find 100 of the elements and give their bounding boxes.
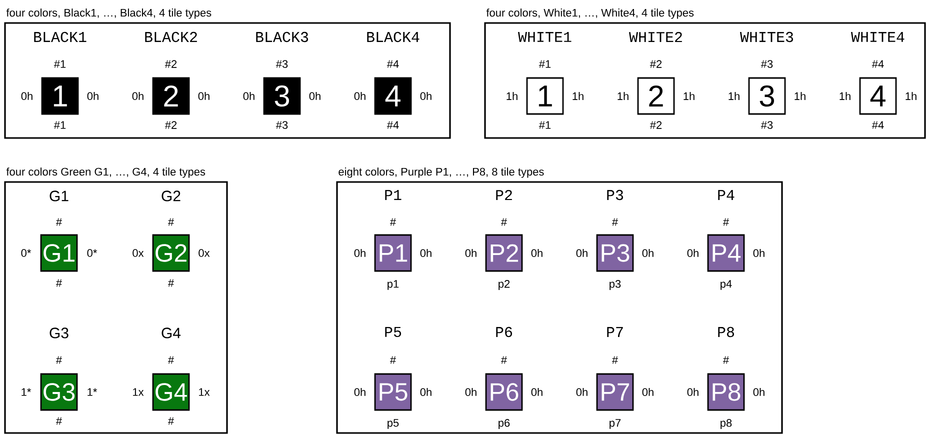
tile-title: P7 bbox=[607, 327, 623, 337]
panel-heading: four colors Green G1, …, G4, 4 tile types bbox=[6, 168, 206, 178]
glue-label: #2 bbox=[650, 121, 662, 129]
tile-title: BLACK3 bbox=[256, 32, 308, 42]
glue-label: 0h bbox=[21, 92, 32, 100]
glue-label: #1 bbox=[538, 60, 551, 68]
glue-label: 0h bbox=[420, 388, 432, 396]
tile: 3 bbox=[748, 77, 786, 115]
glue-label: 0h bbox=[576, 388, 588, 396]
tile-title: WHITE4 bbox=[851, 32, 904, 42]
glue-label: 0h bbox=[420, 92, 432, 100]
glue-label: 0h bbox=[354, 248, 366, 258]
tile: P2 bbox=[485, 234, 523, 272]
glue-label: p8 bbox=[720, 419, 732, 429]
glue-label: # bbox=[56, 218, 62, 226]
glue-label: #1 bbox=[54, 60, 66, 68]
glue-label: 1h bbox=[506, 92, 518, 100]
tile: P3 bbox=[596, 234, 634, 272]
glue-label: #4 bbox=[386, 60, 399, 68]
glue-label: p3 bbox=[610, 280, 621, 290]
glue-label: 1h bbox=[728, 92, 740, 100]
glue-label: p2 bbox=[498, 280, 510, 290]
tile: 1 bbox=[526, 77, 564, 115]
tile-title: G4 bbox=[162, 328, 181, 338]
tile-title: G1 bbox=[50, 190, 68, 202]
glue-label: p1 bbox=[388, 280, 399, 290]
glue-label: #2 bbox=[650, 60, 662, 68]
tile: 1 bbox=[41, 77, 79, 115]
tile-title: BLACK1 bbox=[34, 32, 86, 42]
tile-title: WHITE1 bbox=[518, 32, 572, 42]
glue-label: p7 bbox=[610, 419, 621, 429]
tile: G1 bbox=[40, 234, 78, 272]
glue-label: 0h bbox=[531, 248, 542, 258]
glue-label: p6 bbox=[498, 419, 510, 429]
glue-label: 0h bbox=[87, 92, 98, 100]
glue-label: 0x bbox=[132, 249, 144, 257]
glue-label: 0h bbox=[198, 92, 210, 100]
glue-label: 0* bbox=[87, 249, 98, 257]
glue-label: #1 bbox=[538, 121, 551, 129]
glue-label: #2 bbox=[164, 60, 177, 68]
glue-label: # bbox=[168, 356, 174, 364]
glue-label: 0h bbox=[354, 92, 366, 100]
glue-label: 1h bbox=[684, 92, 694, 100]
glue-label: 0h bbox=[354, 388, 366, 396]
tile-title: P8 bbox=[718, 326, 734, 338]
tile: G4 bbox=[152, 373, 190, 411]
glue-label: p5 bbox=[388, 419, 399, 429]
tile: P5 bbox=[374, 373, 412, 411]
glue-label: 0h bbox=[687, 248, 698, 258]
glue-label: 0h bbox=[687, 388, 698, 396]
glue-label: 1x bbox=[199, 388, 210, 396]
tile: P1 bbox=[374, 234, 412, 272]
glue-label: 1* bbox=[22, 388, 32, 396]
tile: 4 bbox=[859, 77, 897, 115]
panel-heading: eight colors, Purple P1, …, P8, 8 tile types bbox=[338, 168, 544, 178]
tile-title: P5 bbox=[385, 326, 402, 337]
tile: G3 bbox=[40, 373, 78, 411]
glue-label: # bbox=[723, 218, 729, 226]
glue-label: 0h bbox=[576, 248, 588, 258]
tile-title: WHITE2 bbox=[629, 32, 682, 42]
glue-label: # bbox=[168, 417, 174, 425]
glue-label: 0h bbox=[642, 248, 654, 258]
tile-title: P1 bbox=[385, 190, 402, 200]
tile: P6 bbox=[485, 373, 523, 411]
glue-label: #4 bbox=[386, 121, 399, 129]
tile-title: WHITE3 bbox=[740, 32, 794, 42]
glue-label: # bbox=[390, 356, 396, 364]
glue-label: 0h bbox=[753, 248, 764, 258]
glue-label: 1x bbox=[133, 388, 144, 396]
glue-label: 1h bbox=[794, 92, 806, 100]
tile-title: G2 bbox=[162, 190, 180, 202]
tile-title: BLACK2 bbox=[145, 32, 197, 42]
glue-label: # bbox=[612, 218, 618, 226]
tile-title: BLACK4 bbox=[367, 32, 420, 42]
glue-label: # bbox=[723, 356, 729, 364]
glue-label: 1h bbox=[572, 92, 584, 100]
glue-label: # bbox=[501, 218, 507, 226]
glue-label: # bbox=[168, 279, 174, 287]
glue-label: # bbox=[168, 218, 174, 226]
panel-heading: four colors, White1, …, White4, 4 tile types bbox=[486, 8, 694, 19]
glue-label: 1* bbox=[88, 388, 98, 396]
glue-label: #4 bbox=[872, 121, 884, 129]
glue-label: #3 bbox=[276, 121, 288, 129]
tile-title: P3 bbox=[607, 190, 624, 200]
tile: G2 bbox=[152, 234, 190, 272]
tile-title: P6 bbox=[496, 326, 512, 338]
glue-label: #4 bbox=[872, 60, 884, 68]
glue-label: # bbox=[56, 417, 62, 425]
glue-label: 0h bbox=[420, 248, 432, 258]
tile: P7 bbox=[596, 373, 634, 411]
tile: P8 bbox=[707, 373, 745, 411]
glue-label: #2 bbox=[164, 121, 177, 129]
glue-label: 1h bbox=[906, 92, 916, 100]
glue-label: # bbox=[56, 356, 62, 364]
tile: 4 bbox=[374, 77, 412, 115]
glue-label: 0h bbox=[132, 92, 144, 100]
glue-label: 0h bbox=[642, 388, 654, 396]
glue-label: #3 bbox=[276, 60, 288, 68]
glue-label: 1h bbox=[618, 92, 628, 100]
glue-label: # bbox=[501, 356, 507, 364]
